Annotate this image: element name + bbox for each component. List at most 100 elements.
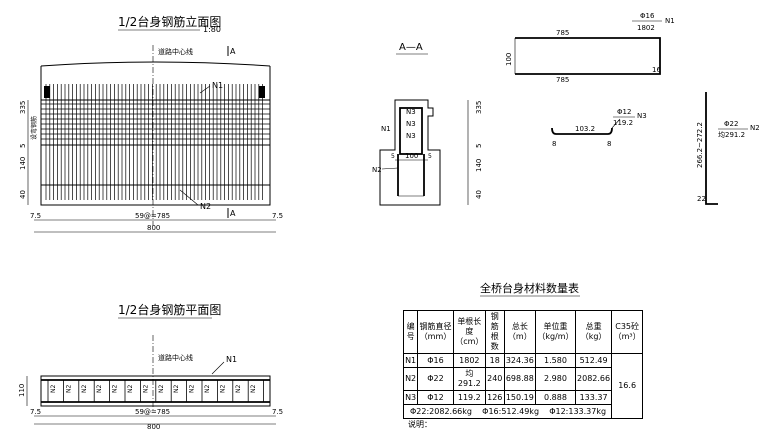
cell: 133.37 bbox=[574, 390, 613, 405]
th-unit-length: 单根长度（cm） bbox=[452, 310, 486, 354]
left-side-note: 设弯钢筋 bbox=[30, 116, 38, 140]
table-row: N1 Φ16 1802 18 324.36 1.580 512.49 16.6 bbox=[402, 353, 643, 419]
wall-outline bbox=[40, 66, 271, 206]
cell: 18 bbox=[484, 353, 505, 368]
plan-dim-edge-right: 7.5 bbox=[272, 408, 283, 416]
table-row: N3 Φ12 119.2 126 150.19 0.888 133.37 bbox=[402, 390, 643, 405]
section-label-n3-2: N3 bbox=[406, 120, 416, 128]
bar-n3-shape bbox=[551, 127, 613, 135]
cell: 1802 bbox=[452, 353, 486, 368]
section-outline bbox=[379, 99, 441, 206]
bar-n1-length: 1802 bbox=[637, 24, 655, 32]
bar-n2-dim-foot: 22 bbox=[697, 195, 706, 203]
cell-concrete: 16.6 bbox=[611, 353, 643, 419]
elevation-label-n1: N1 bbox=[212, 81, 223, 90]
section-dim-40: 40 bbox=[475, 190, 483, 199]
bar-n3-spec: Φ12 bbox=[617, 108, 631, 116]
n1-leader-line bbox=[199, 85, 211, 94]
cell: 2.980 bbox=[535, 367, 576, 391]
table-row: N2 Φ22 均291.2 240 698.88 2.980 2082.66 bbox=[402, 367, 643, 391]
th-total-length: 总长（m） bbox=[503, 310, 537, 354]
elevation-view: 1/2台身钢筋立面图 1:80 道路中心线 A A N1 N2 335 5 bbox=[19, 14, 283, 233]
plan-n1-leader bbox=[211, 361, 225, 375]
plan-n2-label: N2 bbox=[65, 385, 72, 393]
bar-n1-dim-hook: 16 bbox=[652, 66, 661, 74]
cell: N2 bbox=[402, 367, 419, 391]
bar-end-right bbox=[259, 86, 265, 98]
plan-n2-label: N2 bbox=[50, 385, 57, 393]
bar-n1-dim-bottom: 785 bbox=[556, 76, 569, 84]
section-title: A—A bbox=[399, 42, 423, 53]
bar-n2-dim-height: 266.2~272.2 bbox=[696, 122, 704, 168]
section-label-n1: N1 bbox=[381, 125, 391, 133]
cell: 698.88 bbox=[503, 367, 537, 391]
section-dim-5-right: 5 bbox=[428, 153, 432, 160]
bar-n3-dim-len: 103.2 bbox=[575, 125, 595, 133]
bar-n3-length: 119.2 bbox=[613, 119, 633, 127]
dim-spacing: 59@=785 bbox=[135, 212, 170, 220]
cell: 2082.66 bbox=[574, 367, 613, 391]
cell: 512.49 bbox=[574, 353, 613, 368]
plan-n2-label: N2 bbox=[189, 385, 196, 393]
n2-leader-line bbox=[179, 189, 199, 206]
th-concrete: C35砼（m³） bbox=[611, 310, 643, 354]
table-totals-row: Φ22:2082.66kg Φ16:512.49kg Φ12:133.37kg bbox=[402, 404, 643, 419]
section-label-n3-1: N3 bbox=[406, 108, 416, 116]
total-phi12: Φ12:133.37kg bbox=[549, 406, 607, 416]
bar-n1-shape bbox=[515, 37, 661, 75]
plan-n2-label: N2 bbox=[96, 385, 103, 393]
elevation-label-n2: N2 bbox=[200, 202, 211, 211]
th-id: 编号 bbox=[402, 310, 419, 354]
plan-vertical-bars bbox=[47, 380, 265, 402]
left-dim-5: 5 bbox=[19, 144, 27, 148]
bar-n2-length: 均291.2 bbox=[718, 130, 745, 139]
cell: N3 bbox=[402, 390, 419, 405]
section-mark-top: A bbox=[230, 47, 236, 56]
elevation-centerline-label: 道路中心线 bbox=[158, 47, 193, 56]
section-dim-5: 5 bbox=[475, 144, 483, 148]
bar-n2-label: N2 bbox=[750, 124, 760, 132]
section-dim-140: 140 bbox=[475, 159, 483, 172]
plan-n2-label: N2 bbox=[204, 385, 211, 393]
elevation-vertical-bars bbox=[45, 84, 263, 200]
section-n2-leader bbox=[381, 167, 399, 170]
section-dim-5-left: 5 bbox=[391, 153, 395, 160]
cell: 1.580 bbox=[535, 353, 576, 368]
total-phi22: Φ22:2082.66kg bbox=[410, 406, 472, 416]
plan-dim-spacing: 59@=785 bbox=[135, 408, 170, 416]
bar-n3-label: N3 bbox=[637, 112, 647, 120]
note-label: 说明： bbox=[408, 419, 432, 429]
plan-n2-label: N2 bbox=[81, 385, 88, 393]
bar-n1-dim-side: 100 bbox=[505, 53, 513, 66]
bar-n3-detail: 103.2 8 8 Φ12 119.2 N3 bbox=[551, 108, 647, 148]
bar-n3-dim-end1: 8 bbox=[552, 140, 556, 148]
th-total-weight: 总重（kg） bbox=[574, 310, 613, 354]
section-stirrup bbox=[399, 107, 423, 155]
dim-edge-right: 7.5 bbox=[272, 212, 283, 220]
dim-total: 800 bbox=[147, 224, 160, 232]
plan-n2-label: N2 bbox=[127, 385, 134, 393]
cell: 0.888 bbox=[535, 390, 576, 405]
plan-n2-label: N2 bbox=[142, 385, 149, 393]
cell: 126 bbox=[484, 390, 505, 405]
total-phi16: Φ16:512.49kg bbox=[482, 406, 540, 416]
section-view: A—A N3 N3 N3 N1 N2 100 5 5 335 5 140 40 bbox=[372, 42, 483, 206]
plan-label-n1: N1 bbox=[226, 355, 237, 364]
cap-top-curve bbox=[40, 61, 271, 67]
cell: 324.36 bbox=[503, 353, 537, 368]
left-dim-335: 335 bbox=[19, 101, 27, 114]
plan-n2-label: N2 bbox=[235, 385, 242, 393]
section-dim-width: 100 bbox=[405, 152, 418, 160]
section-label-n3-3: N3 bbox=[406, 132, 416, 140]
bar-n2-spec: Φ22 bbox=[724, 120, 738, 128]
elevation-horizontal-bars bbox=[41, 103, 270, 140]
plan-n2-label: N2 bbox=[158, 385, 165, 393]
th-diameter: 钢筋直径（mm） bbox=[417, 310, 454, 354]
cell: 119.2 bbox=[452, 390, 486, 405]
plan-n2-label: N2 bbox=[250, 385, 257, 393]
cell: N1 bbox=[402, 353, 419, 368]
plan-centerline-label: 道路中心线 bbox=[158, 353, 193, 362]
